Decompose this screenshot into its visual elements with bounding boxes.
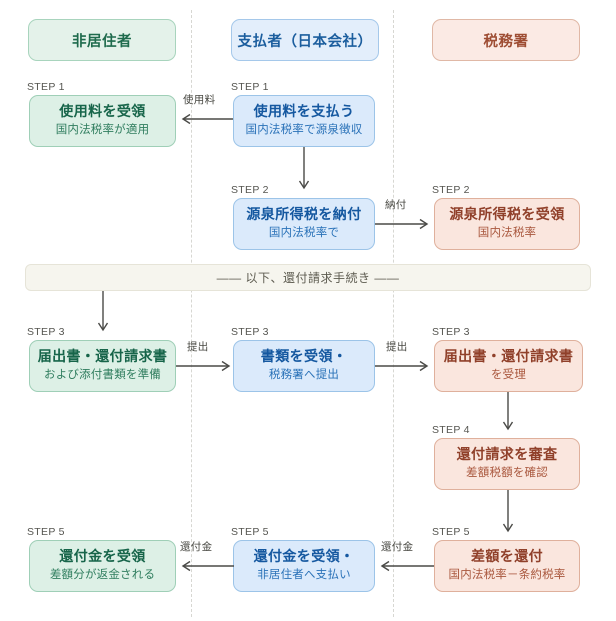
node-withholding-tax-received: 源泉所得税を受領 国内法税率 (434, 198, 580, 250)
node-title: 使用料を受領 (59, 102, 146, 119)
node-subtitle: 国内法税率で (268, 227, 340, 240)
step-label-n8: STEP 4 (432, 424, 470, 436)
node-title: 還付請求を審査 (456, 445, 558, 462)
node-review-refund-claim: 還付請求を審査 差額税額を確認 (434, 438, 580, 490)
node-refund-difference: 差額を還付 国内法税率－条約税率 (434, 540, 580, 592)
lane-separator-right (393, 10, 394, 617)
step-label-n2: STEP 1 (231, 81, 269, 93)
section-divider-refund-procedure: —— 以下、還付請求手続き —— (25, 264, 591, 291)
arrow-submit-documents-2 (375, 360, 429, 372)
step-label-n6: STEP 3 (231, 326, 269, 338)
step-label-n9: STEP 5 (27, 526, 65, 538)
node-subtitle: 国内法税率 (477, 227, 537, 240)
lane-header-tax-office: 税務署 (432, 19, 580, 61)
node-prepare-documents: 届出書・還付請求書 および添付書類を準備 (29, 340, 176, 392)
node-title: 届出書・還付請求書 (37, 347, 168, 364)
node-subtitle: 国内法税率が適用 (55, 124, 150, 137)
arrow-step4-to-step5 (502, 490, 514, 533)
arrow-refund-2 (380, 560, 434, 572)
node-subtitle: 差額分が返金される (49, 569, 156, 582)
node-title: 書類を受領・ (260, 347, 348, 364)
step-label-n1: STEP 1 (27, 81, 65, 93)
lane-header-label: 支払者（日本会社） (237, 33, 373, 50)
arrow-royalty (181, 113, 233, 125)
node-subtitle: 税務署へ提出 (268, 369, 340, 382)
node-withholding-tax-payment: 源泉所得税を納付 国内法税率で (233, 198, 375, 250)
lane-header-nonresident: 非居住者 (28, 19, 176, 61)
node-subtitle: 国内法税率－条約税率 (448, 569, 566, 582)
lane-header-payer: 支払者（日本会社） (231, 19, 379, 61)
node-refund-received-payer: 還付金を受領・ 非居住者へ支払い (233, 540, 375, 592)
step-label-n11: STEP 5 (432, 526, 470, 538)
lane-separator-left (191, 10, 192, 617)
arrow-label-submit-1: 提出 (187, 341, 209, 353)
step-label-n5: STEP 3 (27, 326, 65, 338)
arrow-refund-1 (181, 560, 234, 572)
node-receive-and-submit-documents: 書類を受領・ 税務署へ提出 (233, 340, 375, 392)
node-subtitle: および添付書類を準備 (44, 369, 161, 382)
node-title: 還付金を受領・ (253, 547, 355, 564)
node-refund-received-nonresident: 還付金を受領 差額分が返金される (29, 540, 176, 592)
arrow-label-tax-payment: 納付 (385, 199, 407, 211)
node-title: 届出書・還付請求書 (443, 347, 574, 364)
node-title: 源泉所得税を受領 (449, 205, 565, 222)
lane-header-label: 非居住者 (72, 33, 132, 50)
node-accept-documents: 届出書・還付請求書 を受理 (434, 340, 583, 392)
step-label-n7: STEP 3 (432, 326, 470, 338)
arrow-label-royalty: 使用料 (183, 94, 216, 106)
step-label-n10: STEP 5 (231, 526, 269, 538)
arrow-label-refund-2: 還付金 (381, 541, 414, 553)
node-title: 還付金を受領 (59, 547, 146, 564)
arrow-label-submit-2: 提出 (386, 341, 408, 353)
node-subtitle: 差額税額を確認 (466, 467, 548, 480)
node-title: 差額を還付 (471, 547, 543, 564)
node-royalty-received: 使用料を受領 国内法税率が適用 (29, 95, 176, 147)
lane-header-label: 税務署 (483, 33, 529, 50)
node-subtitle: を受理 (490, 369, 527, 382)
arrow-step3-to-step4 (502, 392, 514, 431)
step-label-n4: STEP 2 (432, 184, 470, 196)
node-royalty-paid: 使用料を支払う 国内法税率で源泉徴収 (233, 95, 375, 147)
node-title: 源泉所得税を納付 (246, 205, 362, 222)
arrow-tax-payment (375, 218, 429, 230)
step-label-n3: STEP 2 (231, 184, 269, 196)
arrow-label-refund-1: 還付金 (180, 541, 213, 553)
node-title: 使用料を支払う (253, 102, 355, 119)
arrow-submit-documents-1 (176, 360, 231, 372)
section-divider-label: —— 以下、還付請求手続き —— (216, 271, 400, 285)
arrow-divider-to-step3 (97, 291, 109, 332)
node-subtitle: 非居住者へ支払い (257, 569, 351, 582)
arrow-payer-step1-to-step2 (298, 147, 310, 190)
node-subtitle: 国内法税率で源泉徴収 (245, 124, 363, 137)
